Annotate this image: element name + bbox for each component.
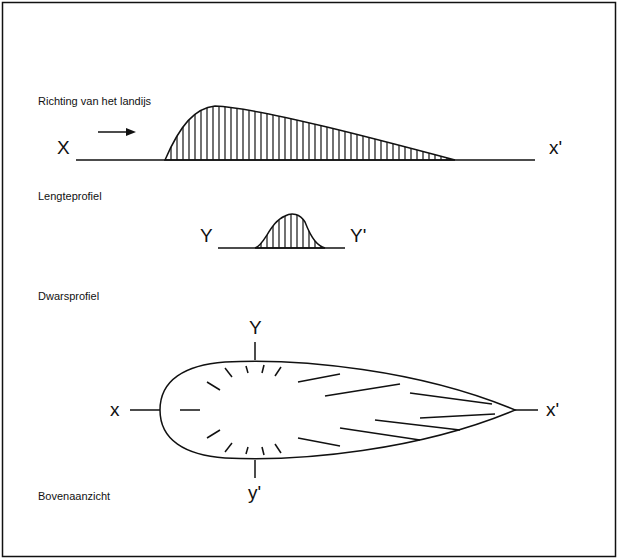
axis-letter: X [57,138,70,159]
axis-letter: x' [549,138,562,159]
axis-letter: x' [546,400,559,421]
frame-border [3,3,616,557]
axis-letter: y' [248,483,261,504]
direction-caption: Richting van het landijs [38,95,151,107]
view-caption: Bovenaanzicht [38,490,110,502]
axis-letter: Y [200,226,213,247]
axis-letter: Y [249,318,262,339]
axis-letter: Y' [350,226,366,247]
direction-arrow [98,128,136,136]
cross-profile [218,214,345,248]
profile-caption: Lengteprofiel [38,190,102,202]
axis-letter: x [110,400,120,421]
plan-view [130,342,538,478]
longitudinal-profile [76,106,535,160]
profile-caption: Dwarsprofiel [38,290,99,302]
